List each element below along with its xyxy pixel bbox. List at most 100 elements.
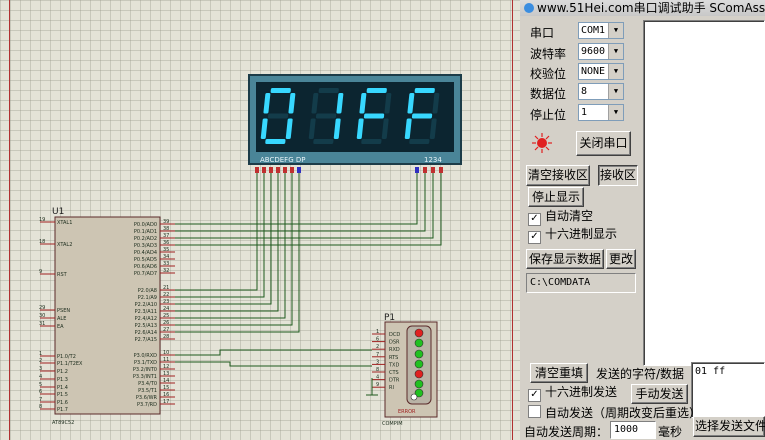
segment-label: ABCDEFG DP (260, 156, 305, 164)
digit-4 (404, 88, 440, 144)
segment-d (361, 139, 382, 144)
check-icon: ✓ (528, 213, 541, 226)
pin-number: 18 (39, 239, 45, 245)
clear-receive-button[interactable]: 清空接收区 (526, 165, 590, 186)
parity-value: NONE (581, 66, 606, 77)
auto-period-label: 自动发送周期： (524, 425, 609, 439)
hex-display-label: 十六进制显示 (545, 227, 618, 241)
close-port-button[interactable]: 关闭串口 (576, 131, 631, 156)
segment-f (359, 93, 367, 114)
pin-name: P1.4 (57, 385, 68, 391)
pin-number: 10 (163, 350, 169, 356)
serial-assistant-window: www.51Hei.com串口调试助手 SComAss 串口 COM1▼ 波特率… (520, 0, 765, 440)
digit-2 (308, 88, 344, 144)
sheet-border-left (9, 0, 10, 440)
save-data-button[interactable]: 保存显示数据 (526, 249, 604, 269)
change-path-button[interactable]: 更改 (606, 249, 636, 269)
segment-c (333, 118, 341, 139)
port-select[interactable]: COM1▼ (578, 22, 624, 39)
status-led (414, 349, 424, 359)
seven-segment-display: ABCDEFG DP 1234 (248, 74, 462, 173)
pin-number: 22 (163, 292, 169, 298)
pin-name: TXD (388, 362, 399, 368)
baud-select[interactable]: 9600▼ (578, 43, 624, 60)
pin-number: 39 (163, 219, 169, 225)
pin-number: 8 (39, 404, 42, 410)
digit-label: 1234 (424, 156, 442, 164)
segment-g (363, 113, 385, 119)
clear-resend-button[interactable]: 清空重填 (530, 363, 588, 383)
databits-value: 8 (581, 86, 588, 97)
pin-name: P1.0/T2 (57, 354, 76, 360)
pin-number: 3 (39, 366, 42, 372)
chevron-down-icon[interactable]: ▼ (608, 84, 623, 99)
auto-period-input[interactable]: 1000 (610, 421, 656, 439)
segment-a (270, 88, 291, 93)
pin-name: P0.4/AD4 (134, 250, 157, 256)
segment-d (265, 139, 286, 144)
pin-name: P3.5/T1 (138, 388, 157, 394)
send-text-area[interactable]: 01 ff (691, 362, 765, 418)
pin-number: 29 (39, 305, 45, 311)
databits-select[interactable]: 8▼ (578, 83, 624, 100)
pin-name: P2.6/A14 (135, 330, 157, 336)
auto-send-checkbox[interactable]: 自动发送（周期改变后重选） (528, 405, 701, 420)
port-label: 串口 (530, 26, 555, 40)
chevron-down-icon[interactable]: ▼ (608, 105, 623, 120)
pin-name: P2.5/A13 (135, 323, 157, 329)
pin-name: XTAL1 (57, 220, 72, 226)
auto-clear-checkbox[interactable]: ✓自动清空 (528, 209, 593, 226)
pin-name: P2.7/A15 (135, 337, 157, 343)
wire-rxd (175, 349, 372, 356)
chevron-down-icon[interactable]: ▼ (608, 44, 623, 59)
select-file-button[interactable]: 选择发送文件 (693, 416, 765, 437)
pin-name: P2.0/A8 (138, 288, 157, 294)
pin-number: 9 (376, 382, 379, 388)
stop-display-button[interactable]: 停止显示 (528, 187, 584, 207)
parity-label: 校验位 (530, 67, 567, 81)
receive-area-button[interactable]: 接收区 (598, 165, 638, 186)
pin-number: 8 (376, 367, 379, 373)
stopbits-select[interactable]: 1▼ (578, 104, 624, 121)
chevron-down-icon[interactable]: ▼ (608, 64, 623, 79)
pin-number: 11 (163, 357, 169, 363)
digit-3 (356, 88, 392, 144)
send-label: 发送的字符/数据 (596, 367, 685, 381)
status-led (414, 338, 424, 348)
segment-d (409, 139, 430, 144)
pin-name: CTS (389, 370, 399, 376)
segment-d (313, 139, 334, 144)
pin-number: 9 (39, 269, 42, 275)
pin-number: 21 (163, 285, 169, 291)
status-led (410, 393, 418, 401)
pin-name: P0.7/AD7 (134, 271, 157, 277)
status-led (414, 379, 424, 389)
pin-name: P1.7 (57, 407, 68, 413)
title-bar[interactable]: www.51Hei.com串口调试助手 SComAss (520, 0, 765, 16)
segment-g (267, 113, 289, 119)
save-path-field[interactable]: C:\COMDATA (526, 273, 636, 293)
baud-value: 9600 (581, 46, 606, 57)
display-digits (260, 88, 440, 144)
status-led (414, 369, 424, 379)
segment-c (381, 118, 389, 139)
parity-select[interactable]: NONE▼ (578, 63, 624, 80)
manual-send-button[interactable]: 手动发送 (631, 384, 688, 404)
pin-name: P3.7/RD (137, 402, 157, 408)
pin-number: 37 (163, 233, 169, 239)
pin-number: 6 (39, 389, 42, 395)
pin-number: 3 (376, 359, 379, 365)
segment-b (288, 93, 296, 114)
hex-send-checkbox[interactable]: ✓十六进制发送 (528, 385, 617, 402)
receive-text-area[interactable] (643, 20, 765, 366)
chevron-down-icon[interactable]: ▼ (608, 23, 623, 38)
status-led (414, 328, 424, 338)
segment-b (432, 93, 440, 114)
hex-display-checkbox[interactable]: ✓十六进制显示 (528, 227, 617, 244)
mcu-ref: U1 (52, 207, 64, 217)
pin-name: PSEN (57, 308, 70, 314)
app-icon (524, 3, 534, 13)
